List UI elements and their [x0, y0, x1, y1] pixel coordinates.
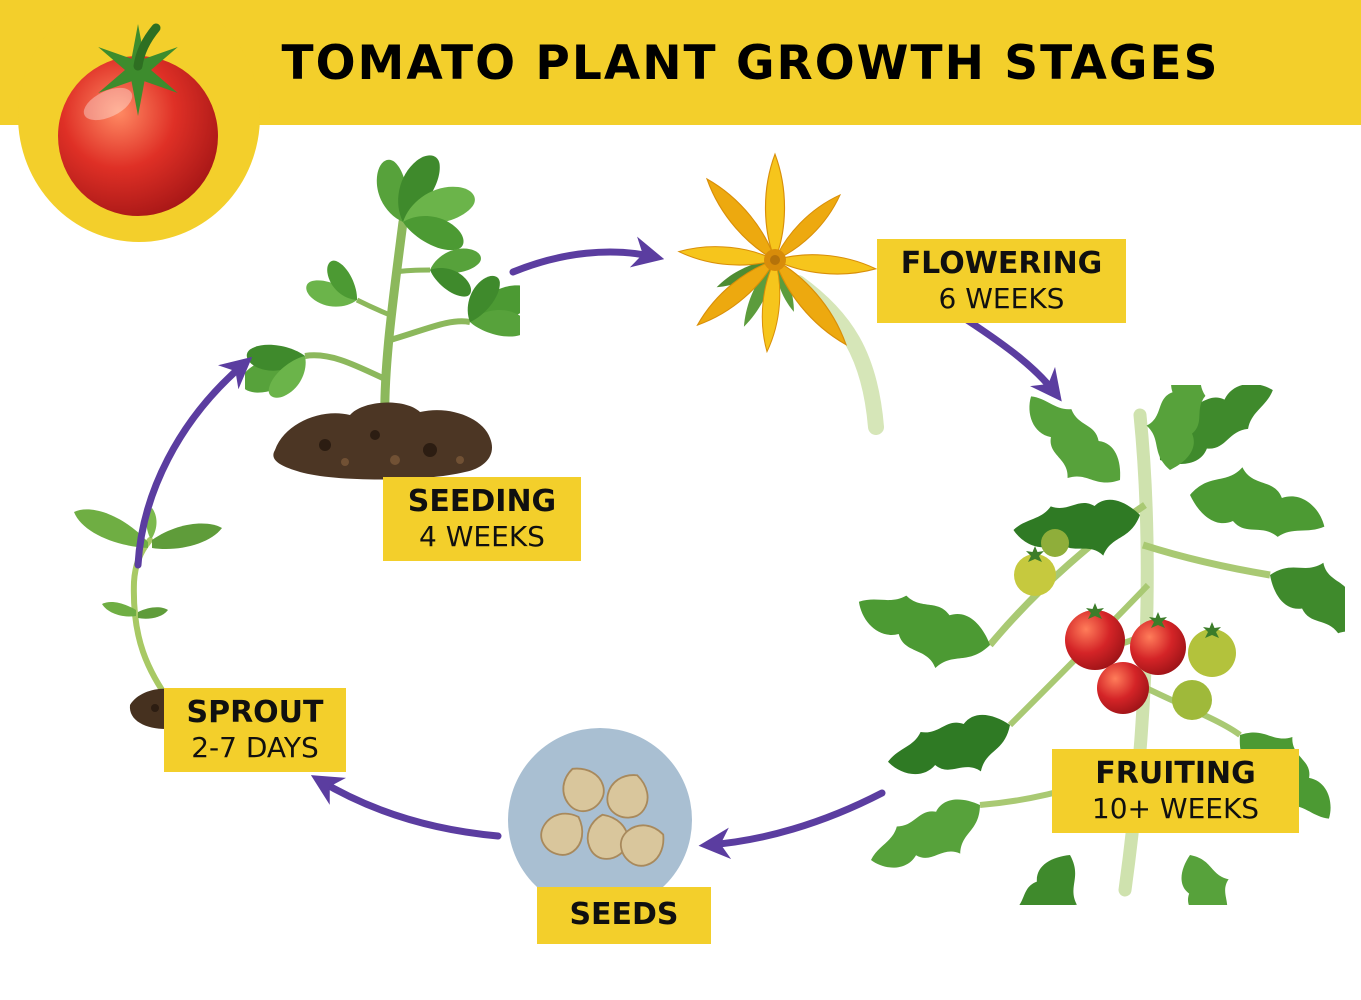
- sprout-name: SPROUT: [186, 695, 324, 730]
- arrow-seeds-to-sprout: [310, 775, 502, 840]
- seeds-name: SEEDS: [569, 897, 679, 932]
- tomato-body: [58, 56, 218, 216]
- tomato-stem: [133, 23, 161, 71]
- fruiting-duration: 10+ WEEKS: [1091, 791, 1260, 825]
- fruiting-plant-illustration: [847, 385, 1345, 905]
- seeding-name: SEEDING: [407, 484, 557, 519]
- stage-label-flowering: FLOWERING 6 WEEKS: [877, 239, 1126, 324]
- seeds-in-circle-illustration: [508, 728, 692, 912]
- tomato-highlight: [83, 87, 133, 121]
- young-plant-illustration: [245, 150, 520, 480]
- arrow-seeding-to-flowering: [509, 236, 665, 276]
- flower-center-tip: [770, 255, 780, 265]
- sprout-leaves: [74, 508, 222, 619]
- arrow-flowering-to-fruiting: [963, 316, 1062, 402]
- stage-label-sprout: SPROUT 2-7 DAYS: [164, 688, 346, 773]
- tomato-icon: [58, 23, 218, 216]
- fruiting-name: FRUITING: [1095, 756, 1256, 791]
- soil-mound: [273, 402, 493, 480]
- flowering-duration: 6 WEEKS: [938, 281, 1065, 315]
- logo-circle: [18, 0, 260, 242]
- stage-label-seeds: SEEDS: [537, 887, 711, 944]
- sprout-stem: [130, 537, 173, 705]
- flowering-name: FLOWERING: [900, 246, 1103, 281]
- stage-label-fruiting: FRUITING 10+ WEEKS: [1052, 749, 1299, 834]
- sprout-duration: 2-7 DAYS: [191, 730, 319, 764]
- diagram-title: TOMATO PLANT GROWTH STAGES: [281, 36, 1220, 91]
- tomato-flower-illustration: [677, 153, 884, 435]
- stage-label-seeding: SEEDING 4 WEEKS: [383, 477, 581, 562]
- plant-stems: [304, 217, 471, 433]
- tomato-fruits: [1014, 529, 1236, 720]
- seeding-duration: 4 WEEKS: [419, 519, 545, 553]
